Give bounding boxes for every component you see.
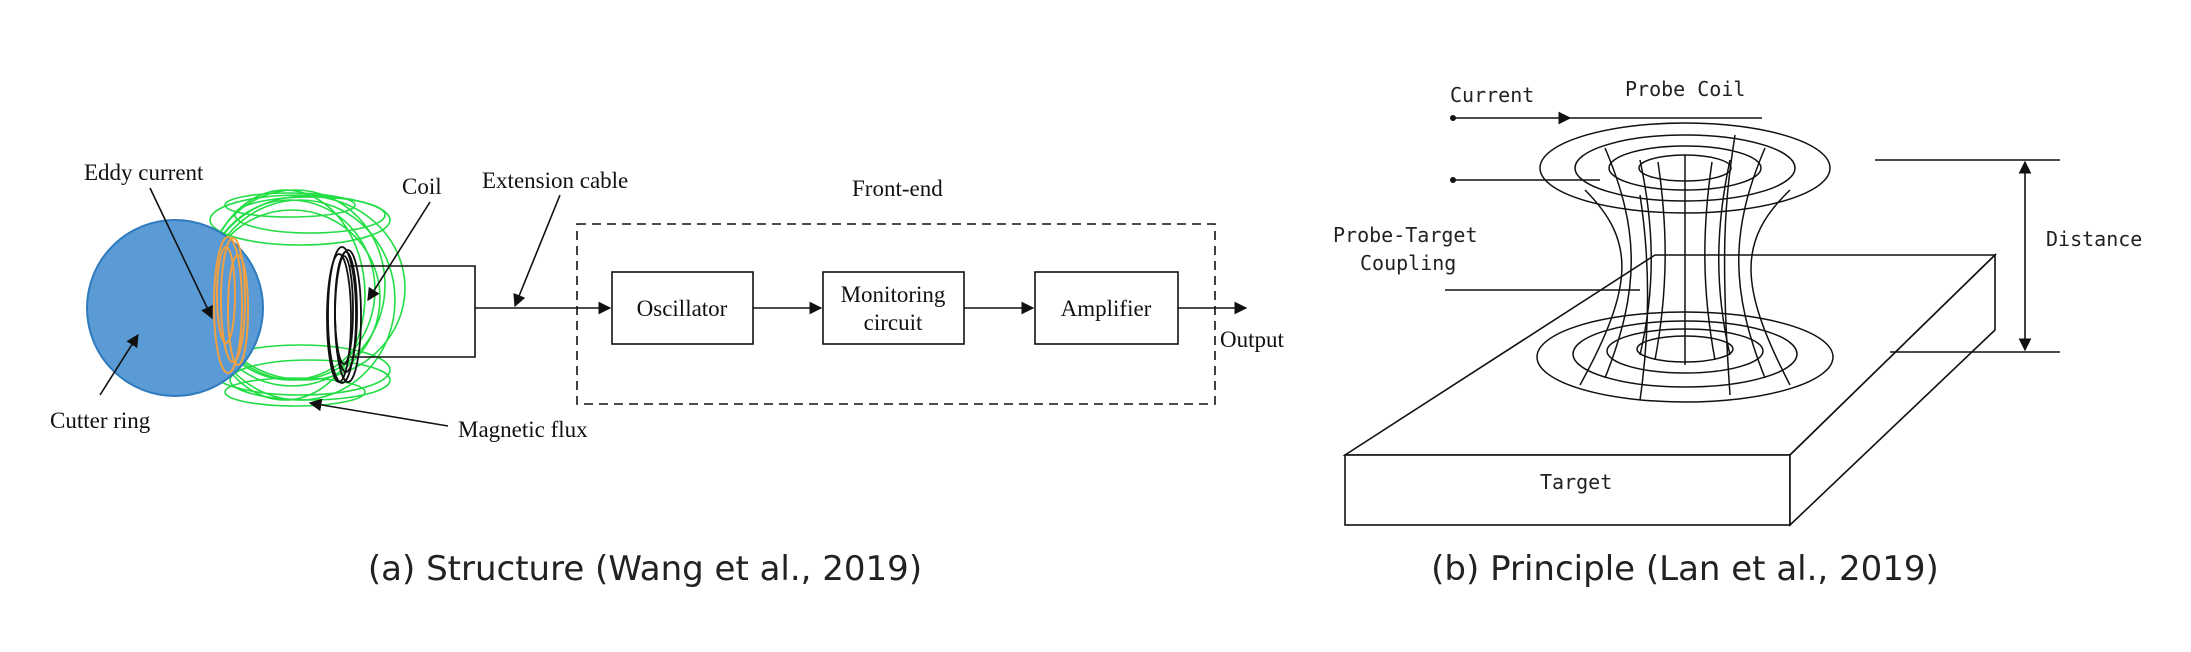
- label-eddy-current: Eddy current: [84, 160, 204, 185]
- label-target: Target: [1540, 470, 1612, 494]
- coil-pointer: [367, 201, 431, 302]
- label-coupling-line2: Coupling: [1360, 251, 1456, 275]
- label-cutter-ring: Cutter ring: [50, 408, 151, 433]
- panel-b-principle: Current Probe Coil Probe-Target Coupling…: [1333, 77, 2142, 589]
- label-probe-coil: Probe Coil: [1625, 77, 1745, 101]
- label-magnetic-flux: Magnetic flux: [458, 417, 588, 442]
- label-current: Current: [1450, 83, 1534, 107]
- eddy-current-pointer: [149, 187, 213, 320]
- amplifier-block: [1034, 271, 1179, 345]
- label-front-end: Front-end: [852, 176, 943, 201]
- extension-cable-pointer: [513, 194, 561, 308]
- oscillator-label: Oscillator: [637, 296, 728, 321]
- panel-a-structure: Eddy current Coil Extension cable Front-…: [50, 160, 1285, 589]
- label-output: Output: [1220, 327, 1285, 352]
- caption-a: (a) Structure (Wang et al., 2019): [368, 549, 922, 589]
- cutter-ring-pointer: [99, 333, 139, 396]
- target-slab: [1342, 253, 1997, 527]
- magnetic-flux-pointer: [308, 398, 449, 427]
- eddy-current-loops: [213, 236, 249, 374]
- caption-b: (b) Principle (Lan et al., 2019): [1431, 549, 1939, 589]
- coil-winding: [326, 246, 362, 384]
- cutter-ring-disc: [86, 219, 264, 397]
- label-distance: Distance: [2046, 227, 2142, 251]
- label-extension-cable: Extension cable: [482, 168, 628, 193]
- field-lines: [1579, 134, 1791, 401]
- monitoring-label-line1: Monitoring: [841, 282, 946, 307]
- monitoring-label-line2: circuit: [864, 310, 923, 335]
- front-end-box: [576, 223, 1216, 405]
- current-lead-bottom-dot: [1450, 177, 1456, 183]
- current-lead-top-dot: [1450, 115, 1456, 121]
- extension-cable-line: [350, 265, 476, 358]
- amplifier-label: Amplifier: [1061, 296, 1152, 321]
- label-coil: Coil: [402, 174, 442, 199]
- label-coupling-line1: Probe-Target: [1333, 223, 1478, 247]
